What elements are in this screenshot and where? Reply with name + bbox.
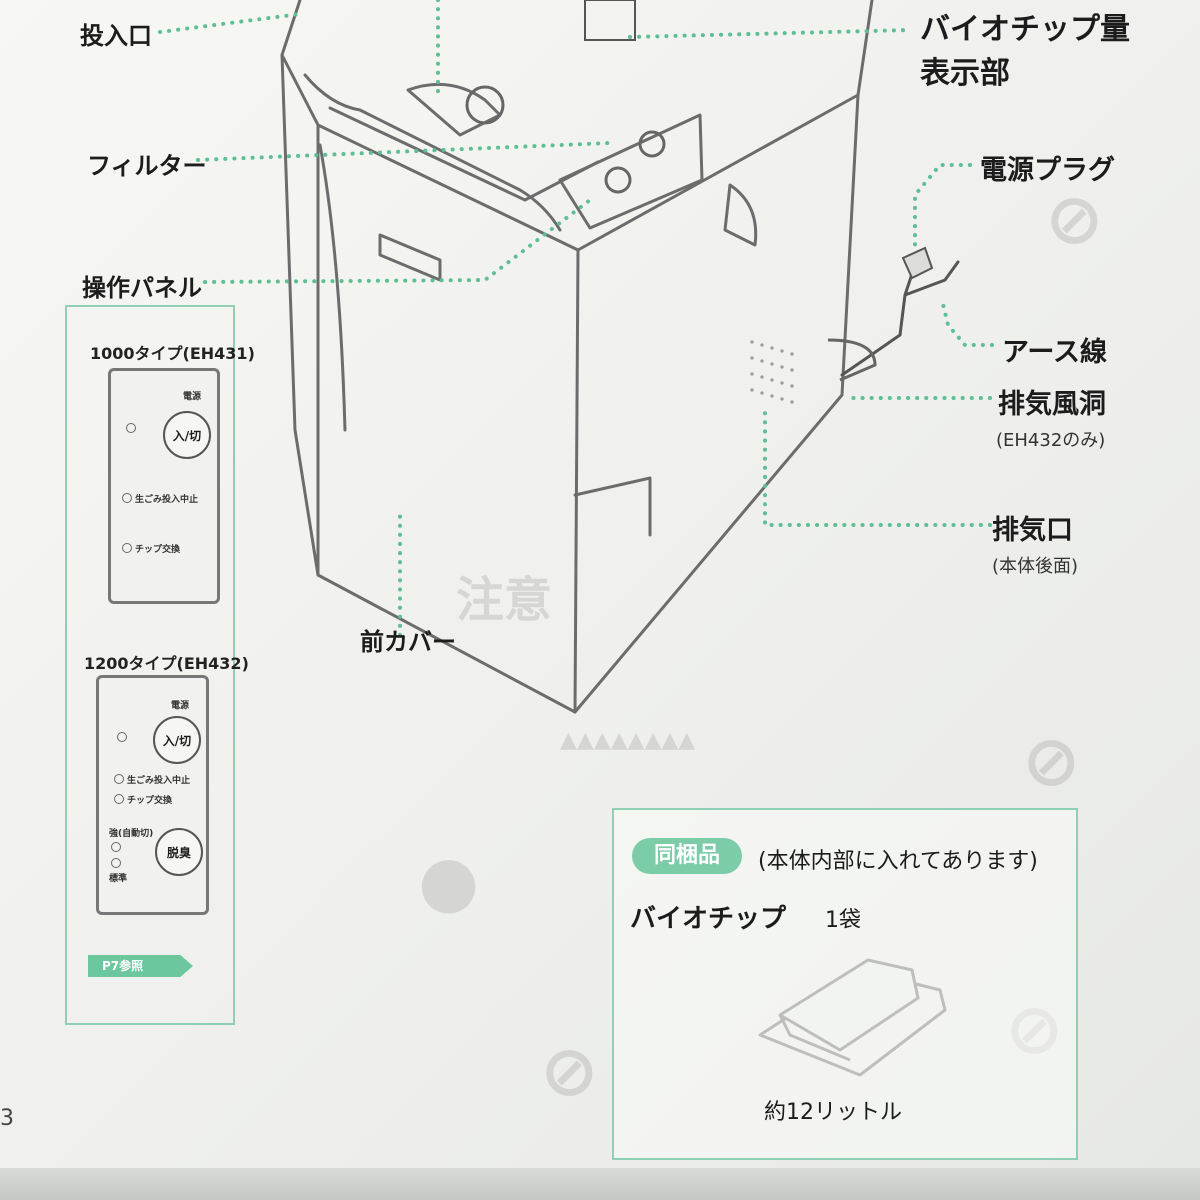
accessories-badge: 同梱品 — [632, 838, 742, 874]
machine-lid-outline — [280, 0, 874, 252]
control-panel-variants-box — [65, 305, 235, 1025]
machine-front-contour — [318, 143, 347, 432]
indicator-led-icon — [122, 543, 132, 553]
front-cover-seam — [573, 476, 652, 537]
ground-wire-coil — [827, 338, 877, 382]
machine-lid-rim — [303, 73, 562, 232]
note-exhaust-duct: (EH432のみ) — [996, 430, 1106, 451]
machine-front-corner-edge — [573, 248, 580, 714]
accessory-item-qty: 1袋 — [825, 908, 861, 933]
label-filter: フィルター — [87, 152, 207, 180]
power-button[interactable]: 入/切 — [153, 716, 201, 764]
power-cord — [840, 260, 960, 377]
biochip-gauge-window — [584, 0, 636, 41]
leader-ground-wire — [940, 298, 994, 347]
type1200-title: 1200タイプ(EH432) — [84, 654, 249, 673]
machine-right-edge — [573, 93, 860, 714]
indicator-chip-label: チップ交換 — [127, 796, 173, 806]
indicator-chip-label: チップ交換 — [135, 545, 181, 555]
label-control-panel: 操作パネル — [82, 274, 202, 302]
mode-bottom-label: 標準 — [109, 874, 128, 884]
ghost-text: 注意 — [456, 572, 553, 628]
leader-lines — [158, 0, 994, 637]
deodor-button[interactable]: 脱臭 — [155, 828, 203, 876]
power-label: 電源 — [171, 701, 190, 711]
label-front-cover: 前カバー — [360, 628, 456, 656]
leader-power-plug — [913, 163, 972, 247]
accessory-item-name: バイオチップ — [630, 904, 787, 934]
ghost-prohibit-icon: ⊘ — [1022, 720, 1081, 802]
control-panel-1200: 電源 入/切 生ごみ投入中止 チップ交換 強(自動切) 標準 脱臭 — [96, 675, 209, 915]
machine-left-edge — [280, 53, 320, 577]
leader-filter — [196, 141, 612, 162]
label-biochip-display-line2: 表示部 — [920, 56, 1010, 91]
mode-led-icon — [111, 842, 121, 852]
leader-inlet — [158, 12, 302, 34]
exhaust-grille — [750, 340, 794, 404]
panel-button-icon — [638, 130, 666, 158]
accessory-item-capacity: 約12リットル — [764, 1100, 902, 1125]
indicator-stop-label: 生ごみ投入中止 — [127, 776, 191, 786]
indicator-led-icon — [122, 493, 132, 503]
side-handle — [723, 183, 758, 247]
control-panel-plate — [558, 113, 704, 230]
accessories-note: (本体内部に入れてあります) — [758, 849, 1038, 874]
indicator-led-icon — [114, 794, 124, 804]
leader-exhaust-port — [763, 403, 992, 527]
power-plug-icon — [901, 246, 934, 280]
machine-handle — [378, 233, 442, 282]
page-bottom-edge — [0, 1168, 1200, 1200]
ghost-prohibit-icon: ⊘ — [1045, 178, 1104, 260]
inlet-opening — [406, 82, 502, 137]
mode-led-icon — [111, 858, 121, 868]
label-power-plug: 電源プラグ — [980, 155, 1115, 186]
label-ground-wire: アース線 — [1002, 337, 1108, 368]
machine-front-left-edge — [316, 123, 577, 714]
power-button[interactable]: 入/切 — [163, 411, 211, 459]
label-inlet: 投入口 — [80, 22, 152, 50]
page-number: 3 — [0, 1106, 14, 1131]
indicator-led-icon — [114, 774, 124, 784]
label-exhaust-port: 排気口 — [992, 515, 1073, 546]
power-led-icon — [117, 732, 127, 742]
control-panel-1000: 電源 入/切 生ごみ投入中止 チップ交換 — [108, 368, 220, 604]
ghost-prohibit-icon: ⊘ — [540, 1030, 599, 1112]
type1000-title: 1000タイプ(EH431) — [90, 344, 255, 363]
note-exhaust-port: (本体後面) — [992, 556, 1079, 577]
ghost-text: ▲▲▲▲▲▲▲▲ — [560, 728, 696, 753]
ghost-caution-icon: ● — [418, 840, 480, 922]
indicator-stop-label: 生ごみ投入中止 — [135, 495, 199, 505]
mode-top-label: 強(自動切) — [109, 829, 154, 839]
power-led-icon — [126, 423, 136, 433]
label-biochip-display-line1: バイオチップ量 — [920, 12, 1130, 47]
reference-tag: P7参照 — [88, 955, 193, 977]
label-exhaust-duct: 排気風洞 — [998, 389, 1106, 420]
power-label: 電源 — [183, 392, 202, 402]
leader-biochip — [628, 28, 912, 39]
panel-button-icon — [604, 166, 632, 194]
inlet-ring — [465, 85, 505, 125]
